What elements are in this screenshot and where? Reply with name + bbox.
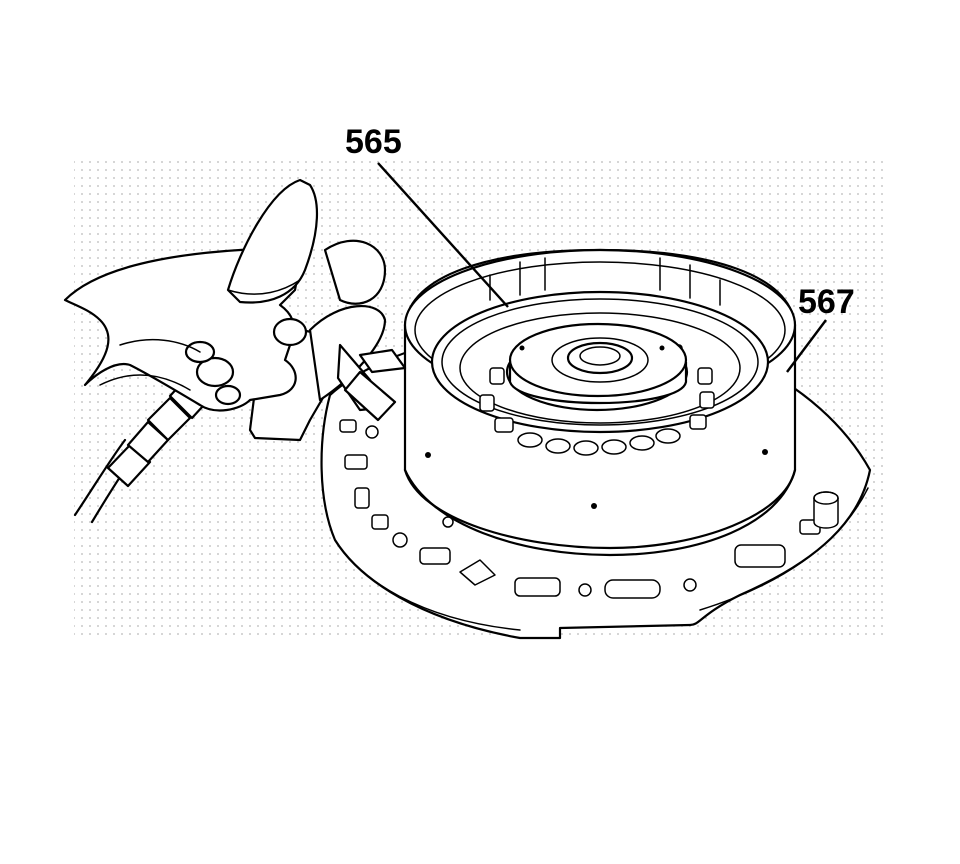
snap-ring-assembly	[430, 290, 770, 456]
callout-label-565: 565	[345, 123, 402, 161]
callout-label-567: 567	[798, 283, 855, 321]
leader-line-565	[377, 162, 509, 308]
callout-567: 567	[786, 283, 855, 373]
air-gun-with-hand	[63, 178, 407, 524]
leader-line-567	[786, 319, 827, 373]
callout-565: 565	[345, 123, 509, 308]
